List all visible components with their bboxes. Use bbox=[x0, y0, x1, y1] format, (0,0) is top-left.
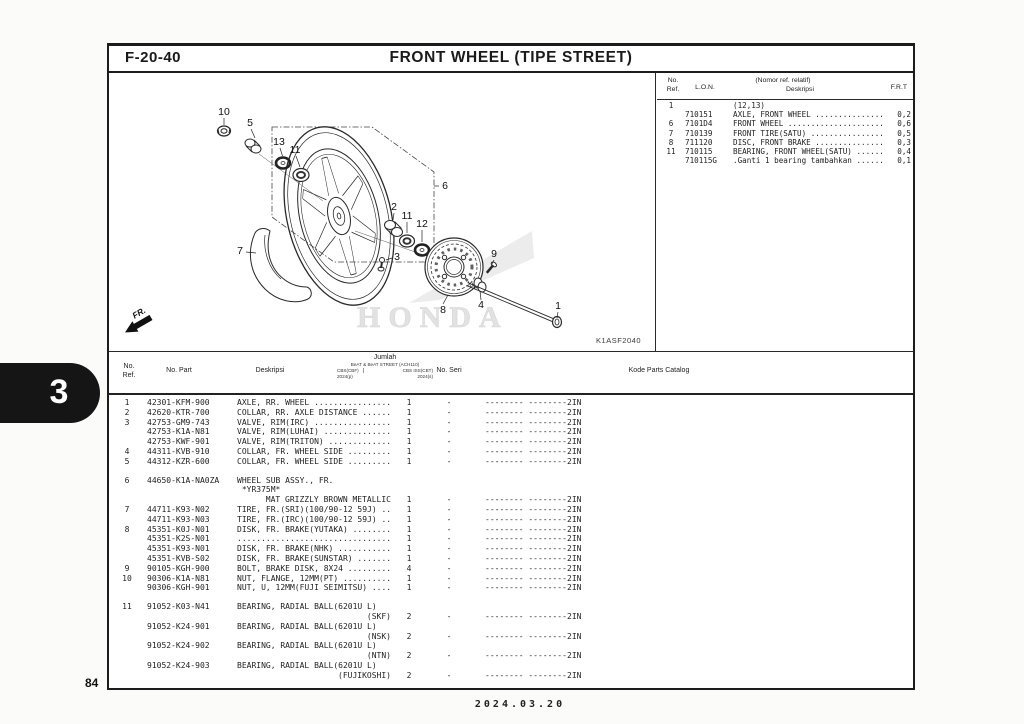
ref-col-no-ref: No. Ref. bbox=[666, 77, 680, 93]
callout-13: 13 bbox=[273, 136, 285, 148]
bearing11a-illustration bbox=[292, 167, 310, 183]
collar5-illustration bbox=[244, 138, 262, 154]
collar4-illustration bbox=[473, 277, 487, 293]
parts-col-no-part: No. Part bbox=[166, 367, 192, 374]
pane-divider bbox=[655, 73, 656, 351]
parts-col-no-seri: No. Seri bbox=[436, 367, 462, 374]
axle-cover-illustration bbox=[249, 228, 312, 303]
ref-table-row: 710115G.Ganti 1 bearing tambahkan ......… bbox=[685, 156, 911, 166]
ref-col-lon: L.O.N. bbox=[695, 84, 715, 91]
reference-table: No. Ref. L.O.N. (Nomor ref. relatif) Des… bbox=[657, 73, 913, 351]
parts-table-row: (FUJIKOSHI)2--------- --------2IN bbox=[338, 670, 582, 680]
section-code: F-20-40 bbox=[125, 49, 182, 66]
reference-table-header: No. Ref. L.O.N. (Nomor ref. relatif) Des… bbox=[657, 73, 913, 100]
footer-date: 2024.03.20 bbox=[474, 699, 566, 710]
parts-col-no-ref: No. Ref. bbox=[122, 363, 136, 379]
axle-illustration bbox=[466, 280, 563, 329]
parts-table-row: (SKF)2--------- --------2IN bbox=[366, 611, 582, 621]
callout-10: 10 bbox=[218, 106, 230, 118]
callout-2: 2 bbox=[391, 201, 397, 213]
leader-lines bbox=[223, 118, 559, 319]
parts-table: No. Ref. No. Part Deskripsi Jumlah BeAT … bbox=[109, 351, 913, 688]
callout-9: 9 bbox=[491, 248, 497, 260]
callout-5: 5 bbox=[247, 117, 253, 129]
parts-table-row: (NTN)2--------- --------2IN bbox=[366, 651, 582, 661]
callout-11: 11 bbox=[289, 144, 301, 156]
wheel-illustration bbox=[267, 115, 412, 317]
page-number: 84 bbox=[85, 676, 99, 690]
parts-table-row: (NSK)2--------- --------2IN bbox=[366, 631, 582, 641]
section-tab: 3 bbox=[0, 363, 100, 423]
callout-8: 8 bbox=[440, 304, 446, 316]
section-tab-label: 3 bbox=[49, 373, 69, 411]
catalog-page: F-20-40 FRONT WHEEL (TIPE STREET) bbox=[107, 43, 915, 690]
nut-illustration bbox=[216, 125, 232, 137]
parts-col-jumlah: Jumlah BeAT & BeAT STREET (ACH110) CBS(C… bbox=[337, 354, 433, 379]
title-bar: F-20-40 FRONT WHEEL (TIPE STREET) bbox=[109, 46, 913, 73]
ref-table-row: 1(12,13) bbox=[668, 101, 766, 110]
parts-table-row: *YR375M* bbox=[237, 485, 281, 495]
parts-table-row: 45351-K2S-N01...........................… bbox=[147, 534, 582, 544]
parts-col-deskripsi: Deskripsi bbox=[255, 367, 285, 374]
callout-3: 3 bbox=[394, 251, 400, 263]
page-title: FRONT WHEEL (TIPE STREET) bbox=[389, 49, 633, 66]
honda-watermark: HONDA bbox=[357, 301, 509, 335]
callout-4: 4 bbox=[478, 299, 484, 311]
ref-col-frt: F.R.T bbox=[890, 84, 907, 91]
collar2-illustration bbox=[384, 220, 403, 237]
bearing11b-illustration bbox=[398, 234, 416, 248]
valve-illustration bbox=[377, 257, 385, 272]
parts-table-header: No. Ref. No. Part Deskripsi Jumlah BeAT … bbox=[109, 352, 913, 395]
diagram-code: K1ASF2040 bbox=[596, 336, 641, 345]
callout-12: 12 bbox=[416, 218, 428, 230]
seal12-illustration bbox=[413, 243, 431, 257]
callout-7: 7 bbox=[237, 245, 243, 257]
callout-6: 6 bbox=[442, 180, 448, 192]
callout-11: 11 bbox=[401, 210, 413, 222]
seal13-illustration bbox=[274, 156, 292, 170]
parts-col-kode: Kode Parts Catalog bbox=[628, 367, 690, 374]
callout-1: 1 bbox=[555, 300, 561, 312]
wheel-diagram-svg: FR. bbox=[125, 115, 563, 333]
ref-col-deskripsi: (Nomor ref. relatif) Deskripsi bbox=[755, 77, 814, 93]
